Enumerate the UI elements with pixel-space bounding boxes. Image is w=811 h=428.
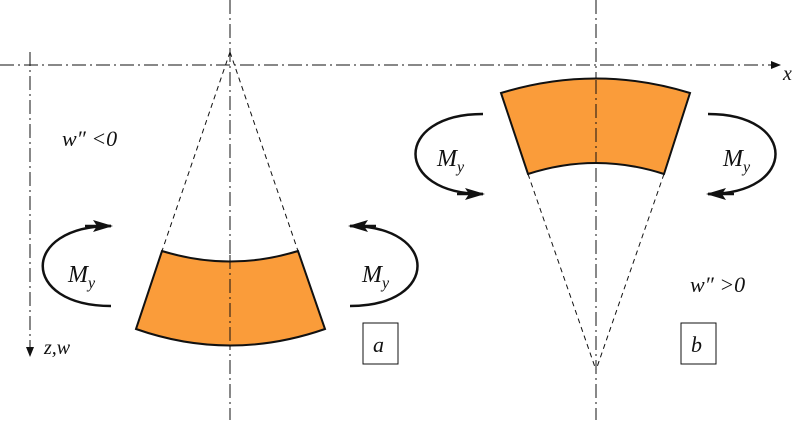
radius-line-left-a: [161, 51, 231, 252]
moment-symbol: M: [436, 146, 459, 172]
moment-label-left-a: My: [67, 262, 96, 292]
moment-label-right-a: My: [361, 262, 390, 292]
radius-line-left-b: [527, 173, 597, 371]
label-box-b: [680, 322, 717, 365]
label-box-a: [362, 322, 399, 365]
moment-subscript: y: [86, 275, 96, 292]
beam-element-b: [499, 77, 692, 176]
moment-arrow-right-a: [349, 224, 419, 308]
moment-label-right-b: My: [722, 146, 751, 176]
moment-subscript: y: [741, 159, 751, 176]
condition-b: w″ >0: [690, 272, 745, 297]
x-axis-label: x: [782, 63, 792, 85]
moment-subscript: y: [380, 275, 390, 292]
moment-symbol: M: [67, 262, 90, 288]
radius-line-right-b: [595, 173, 665, 371]
label-b: b: [691, 332, 702, 357]
panel-a: My My w″ <0 a: [41, 0, 419, 420]
moment-arrow-left-a: [41, 224, 112, 308]
moment-label-left-b: My: [436, 146, 465, 176]
radius-line-right-a: [229, 51, 299, 252]
moment-symbol: M: [722, 146, 745, 172]
condition-a: w″ <0: [62, 126, 117, 151]
label-a: a: [373, 332, 384, 357]
moment-arrow-right-b: [707, 112, 777, 196]
z-axis-label: z,w: [43, 337, 71, 359]
moment-symbol: M: [361, 262, 384, 288]
moment-subscript: y: [455, 159, 465, 176]
moment-arrow-left-b: [414, 112, 484, 196]
panel-b: My My w″ >0 b: [414, 0, 777, 420]
